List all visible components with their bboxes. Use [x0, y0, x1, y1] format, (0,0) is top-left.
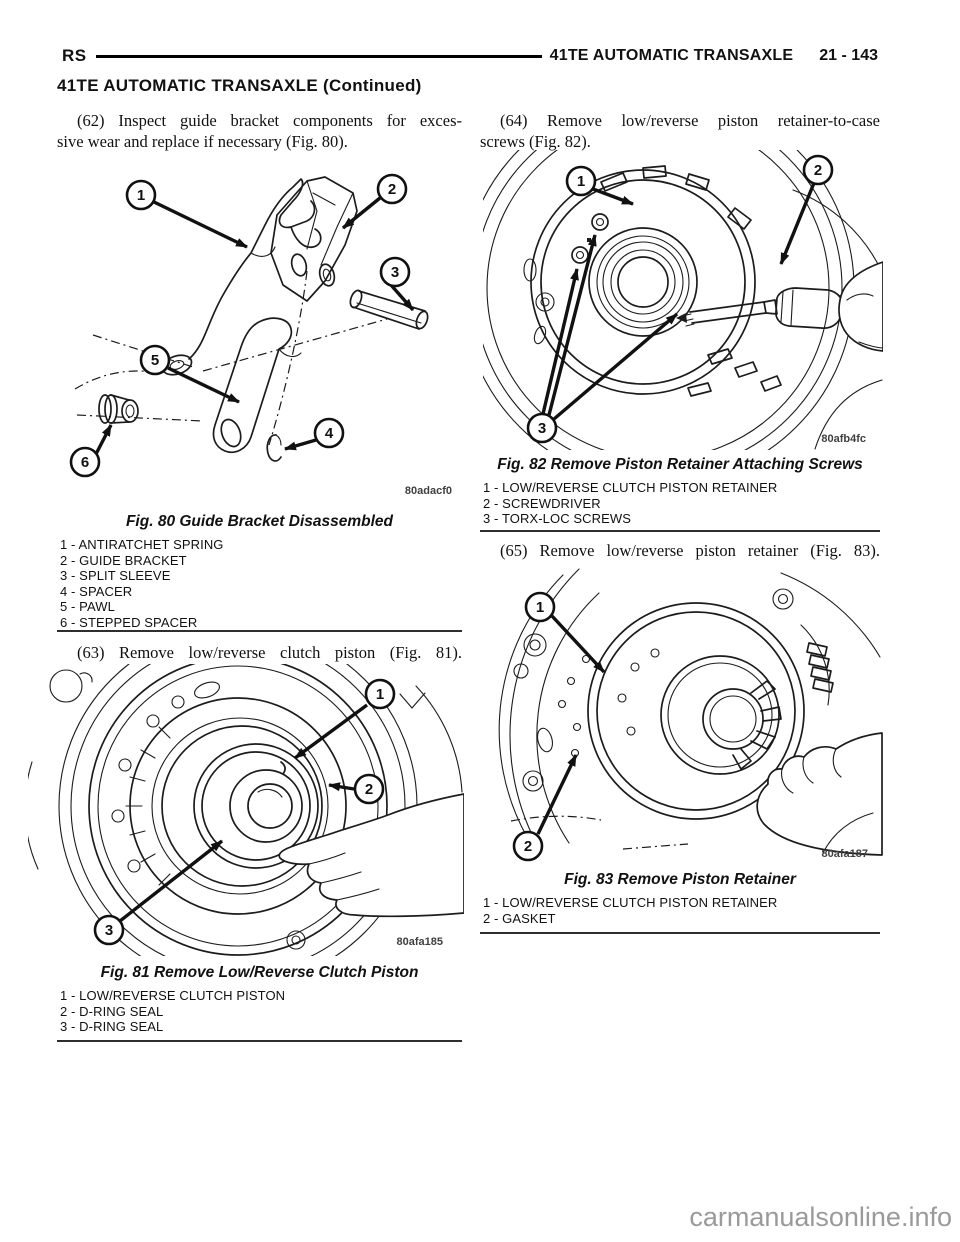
divider-rule — [57, 1040, 462, 1042]
callout-2: 2 — [512, 754, 578, 862]
svg-text:2: 2 — [814, 162, 822, 179]
legend-item: 4 - SPACER — [60, 583, 133, 599]
callout-2: 2 — [328, 773, 385, 805]
legend-item: 6 - STEPPED SPACER — [60, 614, 198, 630]
hand-illustration — [278, 793, 464, 918]
header-page-number: 21 - 143 — [819, 47, 878, 64]
step-62: (62) Inspect guide bracket components fo… — [57, 110, 462, 152]
callout-6: 6 — [69, 424, 113, 478]
hand-illustration — [814, 261, 883, 450]
divider-rule — [480, 530, 880, 532]
pawl-part — [212, 317, 302, 454]
callout-2: 2 — [341, 173, 408, 230]
svg-text:1: 1 — [577, 173, 585, 190]
svg-text:3: 3 — [391, 264, 399, 281]
case-bolt-holes — [513, 633, 591, 792]
divider-rule — [57, 630, 462, 632]
stepped-spacer-part — [98, 394, 139, 424]
legend-item: 2 - D-RING SEAL — [60, 1003, 164, 1019]
step-65: (65) Remove low/reverse piston retainer … — [480, 540, 880, 561]
site-watermark: carmanualsonline.info — [689, 1202, 952, 1232]
spacer-part — [266, 434, 282, 462]
figure-81-legend: 1 - LOW/REVERSE CLUTCH PISTON 2 - D-RING… — [60, 988, 462, 1035]
figure-80-image-code: 80adacf0 — [405, 485, 452, 497]
legend-item: 1 - LOW/REVERSE CLUTCH PISTON RETAINER — [483, 480, 778, 495]
svg-text:2: 2 — [365, 781, 373, 798]
callout-3: 3 — [93, 839, 224, 946]
svg-text:6: 6 — [81, 454, 89, 471]
figure-81-caption: Fig. 81 Remove Low/Reverse Clutch Piston — [100, 964, 419, 981]
svg-text:1: 1 — [137, 187, 145, 204]
step-63-line: (63) Remove low/reverse clutch piston (F… — [77, 643, 462, 662]
step-64-line2: screws (Fig. 82). — [480, 132, 591, 151]
svg-text:1: 1 — [536, 599, 544, 616]
figure-81-drawing: 1 2 3 80afa185 — [28, 664, 464, 956]
figure-82-caption: Fig. 82 Remove Piston Retainer Attaching… — [497, 456, 863, 473]
legend-item: 2 - GASKET — [483, 910, 556, 926]
header-rule — [95, 54, 542, 58]
figure-80-caption: Fig. 80 Guide Bracket Disassembled — [125, 513, 394, 530]
callout-1: 1 — [524, 591, 606, 674]
step-62-line1: (62) Inspect guide bracket components fo… — [77, 111, 462, 130]
piston-retainer — [587, 602, 834, 820]
clutch-case-rings — [28, 664, 463, 956]
clutch-piston-hub — [193, 743, 319, 869]
legend-item: 1 - ANTIRATCHET SPRING — [60, 537, 224, 552]
callout-1: 1 — [565, 165, 634, 206]
svg-text:3: 3 — [538, 420, 546, 437]
figure-83-caption: Fig. 83 Remove Piston Retainer — [564, 871, 796, 888]
callout-1: 1 — [125, 179, 248, 249]
legend-item: 1 - LOW/REVERSE CLUTCH PISTON — [60, 988, 286, 1003]
header-title: 41TE AUTOMATIC TRANSAXLE — [549, 47, 794, 64]
svg-text:2: 2 — [388, 181, 396, 198]
step-65-line: (65) Remove low/reverse piston retainer … — [500, 541, 880, 560]
page-header: RS 41TE AUTOMATIC TRANSAXLE 21 - 143 — [62, 46, 878, 66]
figure-83-legend: 1 - LOW/REVERSE CLUTCH PISTON RETAINER 2… — [483, 895, 880, 926]
legend-item: 1 - LOW/REVERSE CLUTCH PISTON RETAINER — [483, 895, 778, 910]
clutch-drum — [530, 165, 782, 397]
step-63: (63) Remove low/reverse clutch piston (F… — [57, 642, 462, 663]
screwdriver-illustration — [676, 287, 858, 329]
figure-82-image-code: 80afb4fc — [821, 433, 866, 445]
figure-83-image-code: 80afa187 — [822, 848, 869, 860]
figure-82-drawing: 1 2 3 80afb4fc — [483, 150, 883, 450]
antiratchet-spring-part — [161, 178, 322, 376]
hand-illustration — [756, 732, 883, 856]
legend-item: 3 - D-RING SEAL — [60, 1019, 164, 1034]
callout-2: 2 — [779, 154, 834, 265]
step-64: (64) Remove low/reverse piston retainer-… — [480, 110, 880, 152]
figure-82-legend: 1 - LOW/REVERSE CLUTCH PISTON RETAINER 2… — [483, 480, 880, 527]
step-62-line2: sive wear and replace if necessary (Fig.… — [57, 132, 348, 151]
callout-4: 4 — [284, 417, 345, 451]
section-continued-title: 41TE AUTOMATIC TRANSAXLE (Continued) — [57, 76, 422, 95]
split-sleeve-part — [349, 289, 429, 330]
svg-text:3: 3 — [105, 922, 113, 939]
figure-80-legend: 1 - ANTIRATCHET SPRING 2 - GUIDE BRACKET… — [60, 537, 462, 630]
legend-item: 2 - GUIDE BRACKET — [60, 552, 187, 568]
callout-5: 5 — [139, 344, 240, 404]
legend-item: 3 - SPLIT SLEEVE — [60, 568, 171, 583]
svg-text:2: 2 — [524, 838, 532, 855]
svg-text:4: 4 — [325, 425, 334, 442]
manual-code: RS — [62, 46, 87, 65]
callout-1: 1 — [293, 678, 396, 760]
callout-3: 3 — [379, 256, 415, 312]
figure-83-drawing: 1 2 80afa187 — [498, 568, 883, 862]
torx-screws — [523, 213, 609, 345]
callout-3: 3 — [526, 234, 679, 444]
legend-item: 3 - TORX-LOC SCREWS — [483, 511, 632, 526]
step-64-line1: (64) Remove low/reverse piston retainer-… — [500, 111, 880, 130]
figure-81-image-code: 80afa185 — [397, 936, 444, 948]
svg-text:1: 1 — [376, 686, 384, 703]
divider-rule — [480, 932, 880, 934]
figure-80-drawing: 1 2 3 5 4 6 80adacf0 — [69, 173, 452, 497]
guide-bracket-part — [270, 176, 358, 302]
legend-item: 5 - PAWL — [60, 599, 115, 614]
legend-item: 2 - SCREWDRIVER — [483, 495, 601, 511]
piston-bore-rings — [588, 227, 698, 337]
svg-text:5: 5 — [151, 352, 159, 369]
